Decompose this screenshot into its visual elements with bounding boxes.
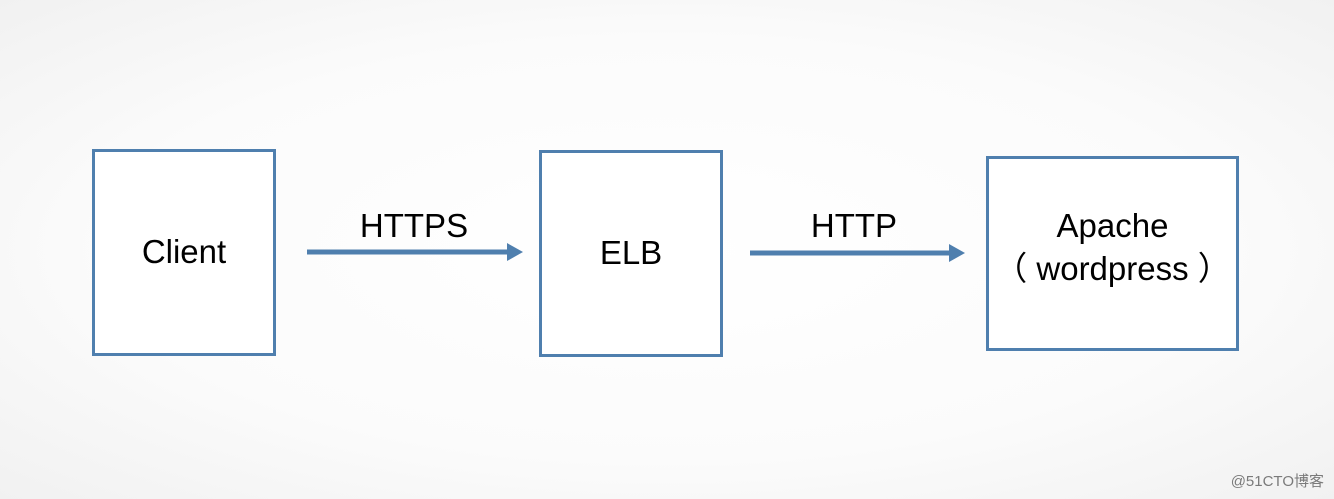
wordpress-label: （ wordpress ） (994, 249, 1231, 287)
apache-label: Apache (1056, 206, 1169, 244)
http-label: HTTP (810, 207, 898, 244)
elb-box: ELB (539, 150, 723, 357)
elb-label: ELB (599, 234, 663, 272)
arrow-elb-to-apache (750, 244, 965, 262)
client-box: Client (92, 149, 276, 356)
client-label: Client (141, 233, 227, 271)
https-label: HTTPS (359, 207, 469, 244)
arrow-client-to-elb (307, 243, 523, 261)
apache-box: Apache （ wordpress ） (986, 156, 1239, 351)
watermark-text: @51CTO博客 (1230, 473, 1324, 490)
